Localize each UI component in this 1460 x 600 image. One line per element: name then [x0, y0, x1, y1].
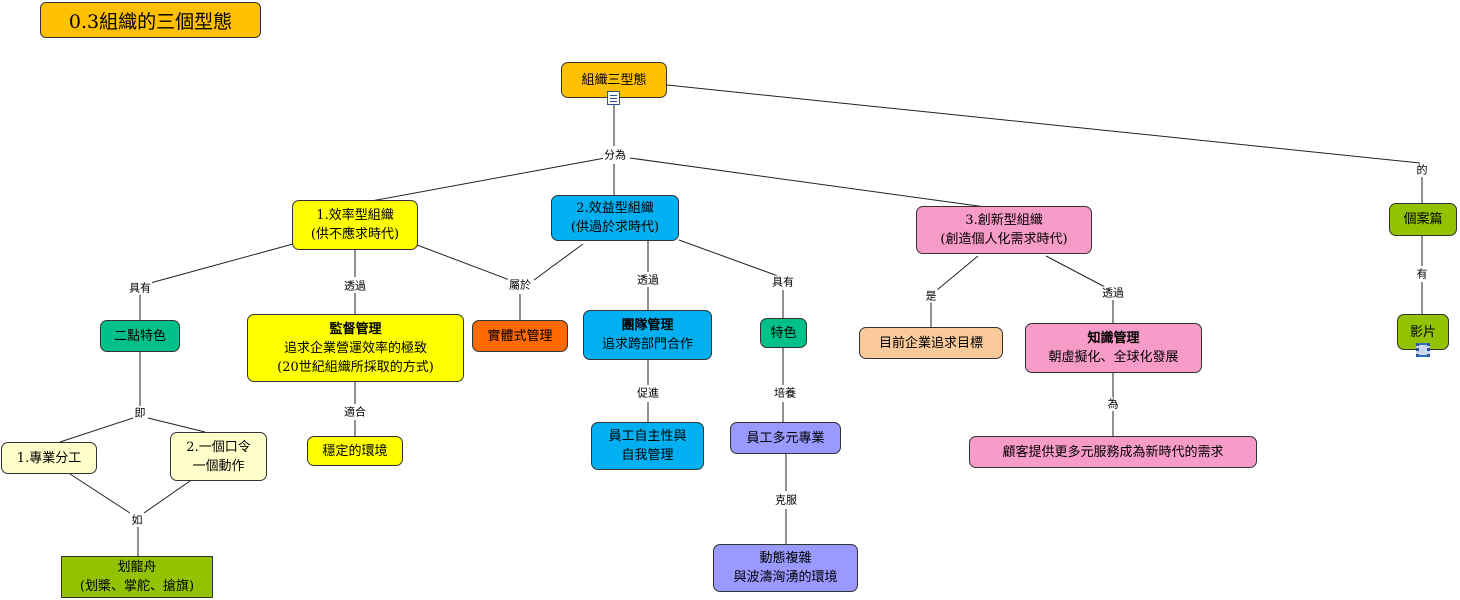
dynamic-env-line2: 與波濤洶湧的環境	[733, 570, 838, 585]
two-features-node[interactable]: 二點特色	[100, 320, 180, 352]
supervision-mgmt-title: 監督管理	[329, 321, 382, 337]
efficiency-org-title: 1.效率型組織	[316, 208, 394, 223]
link-label-have: 有	[1415, 267, 1429, 281]
dragon-boat-node[interactable]: 划龍舟 (划槳、掌舵、搶旗)	[61, 556, 213, 598]
dragon-boat-line1: 划龍舟	[117, 560, 157, 575]
link-label-cultivate: 培養	[773, 386, 797, 400]
link-label-for: 為	[1106, 397, 1120, 411]
link-label-divide: 分為	[603, 148, 627, 162]
link-label-overcome: 克服	[774, 493, 798, 507]
physical-mgmt-node[interactable]: 實體式管理	[472, 320, 568, 352]
specialization-node[interactable]: 1.專業分工	[1, 442, 97, 474]
link-label-through1: 透過	[343, 279, 367, 293]
link-label-has2: 具有	[771, 275, 795, 289]
stable-env-node[interactable]: 穩定的環境	[307, 436, 403, 466]
supervision-mgmt-desc: 追求企業營運效率的極致	[283, 340, 427, 356]
autonomy-line2: 自我管理	[621, 448, 674, 463]
physical-mgmt-label: 實體式管理	[487, 328, 553, 344]
knowledge-mgmt-desc: 朝虛擬化、全球化發展	[1048, 350, 1179, 365]
film-icon[interactable]	[1416, 343, 1430, 357]
autonomy-line1: 員工自主性與	[608, 429, 687, 444]
link-label-through2: 透過	[636, 273, 660, 287]
link-label-namely: 即	[133, 406, 147, 420]
effectiveness-org-title: 2.效益型組織	[576, 201, 654, 216]
features-label: 特色	[770, 325, 797, 341]
page-title: 0.3組織的三個型態	[40, 2, 261, 38]
efficiency-org-subtitle: (供不應求時代)	[310, 227, 400, 242]
link-label-of: 的	[1415, 163, 1429, 177]
current-goal-label: 目前企業追求目標	[878, 335, 983, 351]
dynamic-env-node[interactable]: 動態複雜 與波濤洶湧的環境	[713, 544, 858, 592]
link-label-has1: 具有	[128, 281, 152, 295]
knowledge-mgmt-node[interactable]: 知識管理 朝虛擬化、全球化發展	[1025, 323, 1202, 373]
link-label-belongs: 屬於	[508, 278, 532, 292]
link-label-is: 是	[924, 289, 938, 303]
dynamic-env-line1: 動態複雜	[759, 551, 812, 566]
link-label-like: 如	[130, 513, 144, 527]
one-order-node[interactable]: 2.一個口令 一個動作	[170, 432, 267, 481]
efficiency-org-node[interactable]: 1.效率型組織 (供不應求時代)	[292, 200, 418, 250]
customer-services-node[interactable]: 顧客提供更多元服務成為新時代的需求	[969, 436, 1257, 468]
team-mgmt-desc: 追求跨部門合作	[601, 337, 693, 352]
diverse-skills-node[interactable]: 員工多元專業	[730, 422, 841, 454]
customer-services-label: 顧客提供更多元服務成為新時代的需求	[1002, 444, 1224, 460]
innovation-org-subtitle: (創造個人化需求時代)	[940, 232, 1068, 247]
stable-env-label: 穩定的環境	[322, 443, 388, 459]
link-label-suitable: 適合	[343, 405, 367, 419]
features-node[interactable]: 特色	[760, 318, 807, 348]
team-mgmt-title: 團隊管理	[621, 318, 674, 333]
knowledge-mgmt-title: 知識管理	[1087, 331, 1140, 346]
supervision-mgmt-node[interactable]: 監督管理 追求企業營運效率的極致 (20世紀組織所採取的方式)	[247, 314, 464, 382]
root-label: 組織三型態	[581, 72, 647, 88]
one-order-line2: 一個動作	[192, 458, 245, 474]
innovation-org-node[interactable]: 3.創新型組織 (創造個人化需求時代)	[916, 206, 1092, 254]
link-label-promote: 促進	[636, 386, 660, 400]
effectiveness-org-subtitle: (供過於求時代)	[570, 220, 660, 235]
document-icon[interactable]	[607, 91, 620, 105]
current-goal-node[interactable]: 目前企業追求目標	[859, 327, 1003, 359]
dragon-boat-line2: (划槳、掌舵、搶旗)	[79, 579, 195, 594]
video-label: 影片	[1409, 324, 1436, 340]
case-study-label: 個案篇	[1403, 212, 1443, 227]
two-features-label: 二點特色	[113, 328, 166, 344]
link-label-through3: 透過	[1101, 286, 1125, 300]
supervision-mgmt-note: (20世紀組織所採取的方式)	[277, 359, 434, 375]
diverse-skills-label: 員工多元專業	[746, 430, 825, 446]
team-mgmt-node[interactable]: 團隊管理 追求跨部門合作	[583, 310, 712, 360]
case-study-node[interactable]: 個案篇	[1389, 203, 1457, 236]
innovation-org-title: 3.創新型組織	[965, 213, 1043, 228]
effectiveness-org-node[interactable]: 2.效益型組織 (供過於求時代)	[551, 195, 679, 241]
one-order-line1: 2.一個口令	[186, 439, 251, 455]
specialization-label: 1.專業分工	[16, 450, 82, 466]
autonomy-node[interactable]: 員工自主性與 自我管理	[591, 422, 704, 470]
